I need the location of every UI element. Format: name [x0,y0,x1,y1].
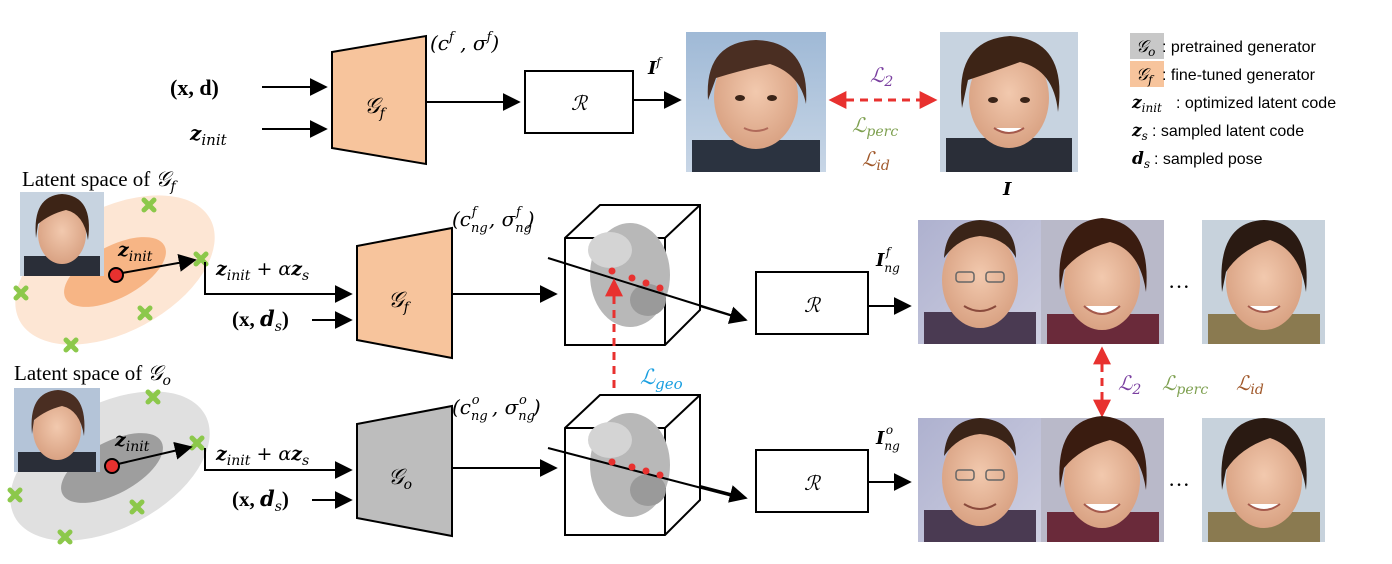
bot-crosses [7,389,205,545]
mid-input-bottom: (x, ds) [232,306,289,335]
mid-image-3 [1202,220,1325,344]
bot-latent-thumbnail [14,388,100,472]
bot-generator-pretrained [356,404,453,538]
image-loss-id: ℒid [1236,371,1264,398]
top-target-label: I [1002,179,1012,200]
bot-volume-cube [547,394,741,536]
mid-zinit-arrow [121,253,197,274]
bot-renderer-box [755,449,869,513]
bot-gen-output: (cngo , σngo) [452,393,541,424]
top-loss-l2: ℒ2 [870,63,893,90]
legend: 𝒢o : pretrained generator 𝒢f : fine-tune… [1130,33,1336,171]
legend-text-finetuned: : fine-tuned generator [1162,67,1316,84]
bot-input-bottom: (x, ds) [232,486,289,515]
image-loss-l2: ℒ2 [1118,371,1141,398]
mid-renderer-box [755,271,869,335]
geo-loss-label: ℒgeo [640,365,683,393]
top-input-zinit: zinit [189,121,228,149]
legend-swatch-pretrained [1130,33,1164,59]
mid-volume-cube [547,204,741,346]
mid-input-top: zinit + αzs [215,258,309,284]
bot-image-3 [1202,418,1325,542]
bot-image-1 [918,418,1041,542]
between-losses: ℒgeo ℒ2 ℒperc ℒid [605,278,1264,466]
mid-generator-finetuned [356,226,453,360]
mid-latent-thumbnail [20,192,104,276]
mid-renderer-label: ℛ [804,293,822,317]
bot-input-top: zinit + αzs [215,443,309,469]
bot-latent-title: Latent space of 𝒢o [14,361,171,389]
bot-image-label: Ingo [875,423,900,453]
bot-image-2 [1041,416,1164,542]
bot-renderer-label: ℛ [804,471,822,495]
top-renderer-box [524,70,634,134]
legend-text-zinit: : optimized latent code [1176,95,1336,112]
legend-text-pretrained: : pretrained generator [1162,39,1317,56]
top-image-i [940,32,1078,172]
bot-zinit-dot [104,458,120,474]
bot-ray-arrow [699,485,748,503]
svg-text:zs: zs [1131,121,1148,143]
bottom-row: Latent space of 𝒢o zinit zinit + αzs (x,… [7,361,1325,545]
mid-image-label: Ingf [875,245,900,275]
top-gen-output: (cf , σf) [430,30,499,55]
top-row: (x, d) zinit 𝒢f (cf , σf) ℛ If ℒ2 ℒperc … [170,30,1078,200]
top-renderer-label: ℛ [571,91,589,115]
mid-latent-title: Latent space of 𝒢f [22,167,178,195]
top-image-if [686,32,826,172]
mid-gen-output: (cngf , σngf) [452,205,535,236]
mid-ellipsis: ··· [1168,274,1190,299]
top-input-xd: (x, d) [170,75,219,100]
mid-zinit-dot [108,267,124,283]
bot-ellipsis: ··· [1168,472,1190,497]
svg-text:zinit: zinit [1131,93,1162,115]
middle-row: Latent space of 𝒢f zinit zinit + αzs (x,… [13,167,1325,360]
mid-image-1 [918,220,1041,344]
bot-arrow-top [204,448,353,479]
mid-image-2 [1041,218,1164,344]
image-loss-perc: ℒperc [1162,371,1208,398]
bot-zinit-arrow [117,441,193,465]
mid-crosses [13,197,209,353]
top-loss-perc: ℒperc [852,113,898,140]
top-loss-id: ℒid [862,147,890,174]
top-image-label: If [647,55,663,79]
legend-swatch-finetuned [1130,61,1164,87]
mid-ray-arrow [699,305,748,324]
legend-text-ds: : sampled pose [1154,151,1263,168]
legend-text-zs: : sampled latent code [1152,123,1304,140]
mid-arrow-top [204,262,353,303]
svg-text:ds: ds [1132,149,1150,171]
top-generator-finetuned [331,34,427,166]
